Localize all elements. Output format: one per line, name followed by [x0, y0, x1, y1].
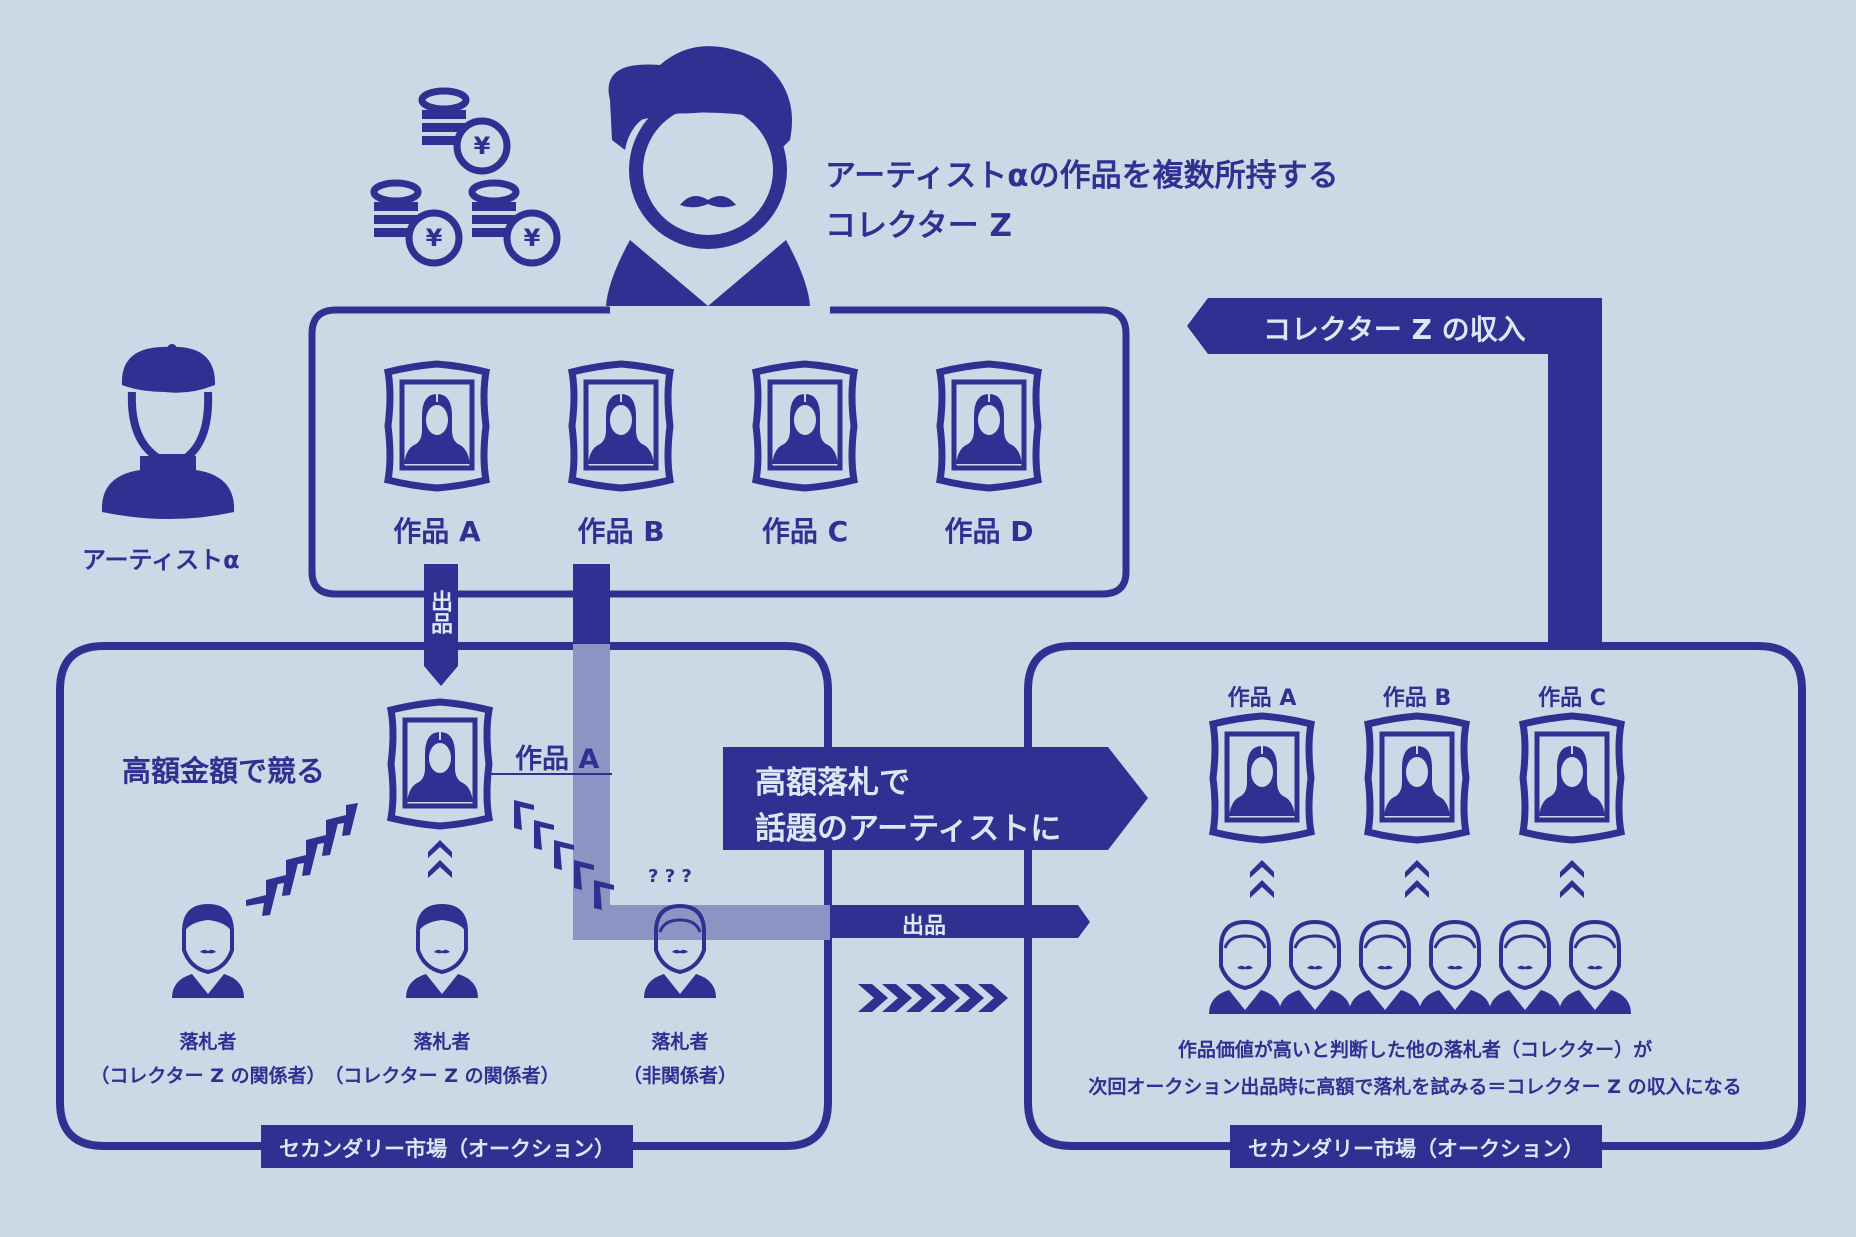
bid-chevrons-c: [1560, 860, 1584, 898]
collector-icon-2: [1277, 920, 1353, 1016]
work-a-frame-icon: [388, 364, 486, 488]
bid-chevrons-right: [514, 800, 614, 910]
market-work-b-frame-icon: [1368, 716, 1466, 840]
collection-panel-border: [308, 306, 1130, 598]
svg-text:¥: ¥: [474, 132, 491, 160]
bid-chevrons-b: [1405, 860, 1429, 898]
list-arrow-horizontal: [830, 905, 1090, 938]
auction-work-a-label: 作品 A: [515, 744, 600, 775]
yen-coins-icon: ¥ ¥ ¥: [370, 87, 561, 267]
market-work-c-frame-icon: [1523, 716, 1621, 840]
left-footer-tag: セカンダリー市場（オークション）: [279, 1137, 615, 1161]
hot-artist-arrow: [723, 747, 1148, 850]
svg-text:¥: ¥: [426, 224, 443, 252]
collector-title-line2: コレクター Z: [825, 208, 1013, 244]
collector-icon-5: [1487, 920, 1563, 1016]
list-arrow-vertical-label: 出品: [427, 590, 452, 634]
bidder-2-line2: （コレクター Z の関係者）: [324, 1065, 560, 1087]
bidder-3-line1: 落札者: [651, 1031, 709, 1053]
collector-z-icon: [606, 46, 810, 306]
artist-label: アーティストα: [82, 546, 240, 574]
work-d-frame-icon: [940, 364, 1038, 488]
market-work-b-label: 作品 B: [1382, 686, 1452, 711]
market-work-a-frame-icon: [1213, 716, 1311, 840]
collection-work-a-label: 作品 A: [393, 515, 481, 548]
collection-work-c-label: 作品 C: [761, 515, 849, 548]
right-footer-tag: セカンダリー市場（オークション）: [1248, 1137, 1584, 1161]
work-c-frame-icon: [756, 364, 854, 488]
question-marks: ? ? ?: [648, 866, 692, 887]
revenue-arrow: [1187, 298, 1602, 646]
hot-artist-line1: 高額落札で: [755, 765, 910, 801]
list-arrow-horizontal-label: 出品: [902, 914, 947, 939]
right-footer-tag-bg: [1230, 1125, 1602, 1168]
hot-artist-line2: 話題のアーティストに: [755, 811, 1062, 847]
collector-title-line1: アーティストαの作品を複数所持する: [825, 158, 1339, 194]
forward-chevrons-icon: [858, 984, 1008, 1012]
right-market-panel-border: [1024, 642, 1806, 1150]
market-work-a-label: 作品 A: [1227, 686, 1297, 711]
revenue-arrow-label: コレクター Z の収入: [1263, 313, 1526, 346]
collector-icon-3: [1347, 920, 1423, 1016]
work-b-frame-icon: [572, 364, 670, 488]
list-arrow-vertical: [424, 564, 458, 686]
bid-chevrons-left: [246, 803, 358, 916]
bidder-1-line2: （コレクター Z の関係者）: [90, 1065, 326, 1087]
market-note-line2: 次回オークション出品時に高額で落札を試みる＝コレクター Z の収入になる: [1088, 1076, 1742, 1098]
bidder-3-line2: （非関係者）: [622, 1065, 737, 1087]
compete-label: 高額金額で競る: [122, 754, 326, 788]
market-note-line1: 作品価値が高いと判断した他の落札者（コレクター）が: [1177, 1039, 1653, 1061]
collector-icon-6: [1557, 920, 1633, 1016]
artist-icon: [101, 344, 235, 519]
bidder-2-line1: 落札者: [413, 1031, 471, 1053]
collection-work-d-label: 作品 D: [944, 515, 1034, 548]
bidder-icon-2: [404, 904, 480, 1000]
auction-work-a-frame-icon: [391, 702, 489, 826]
collector-icon-1: [1207, 920, 1283, 1016]
bid-chevrons-center: [428, 840, 452, 878]
bidder-icon-1: [170, 904, 246, 1000]
market-work-c-label: 作品 C: [1538, 686, 1606, 711]
collection-work-b-label: 作品 B: [577, 515, 665, 548]
bidder-1-line1: 落札者: [179, 1031, 237, 1053]
bid-chevrons-a: [1250, 860, 1274, 898]
listing-stub-b: [573, 564, 610, 644]
left-footer-tag-bg: [261, 1125, 633, 1168]
svg-text:¥: ¥: [524, 224, 541, 252]
collector-icon-4: [1417, 920, 1493, 1016]
left-market-panel-border: [56, 642, 832, 1150]
